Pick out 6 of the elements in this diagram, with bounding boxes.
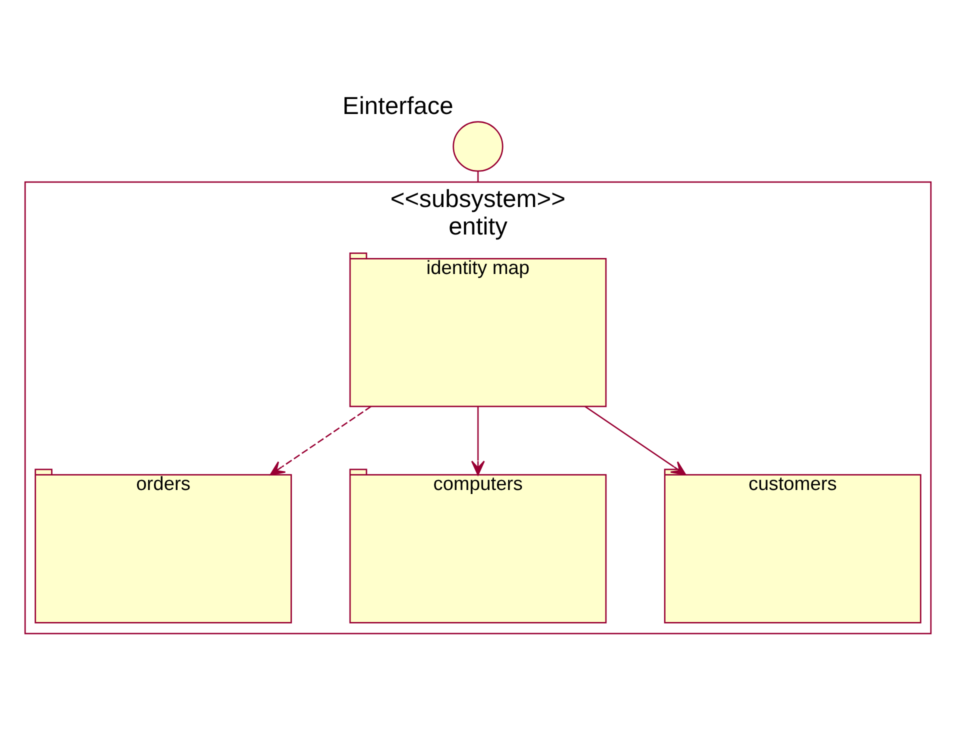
arrow <box>471 406 485 476</box>
arrow <box>270 405 372 475</box>
node-circle <box>452 120 504 172</box>
connector <box>477 170 479 182</box>
arrow <box>584 405 686 475</box>
node-label: Einterface <box>342 92 454 120</box>
